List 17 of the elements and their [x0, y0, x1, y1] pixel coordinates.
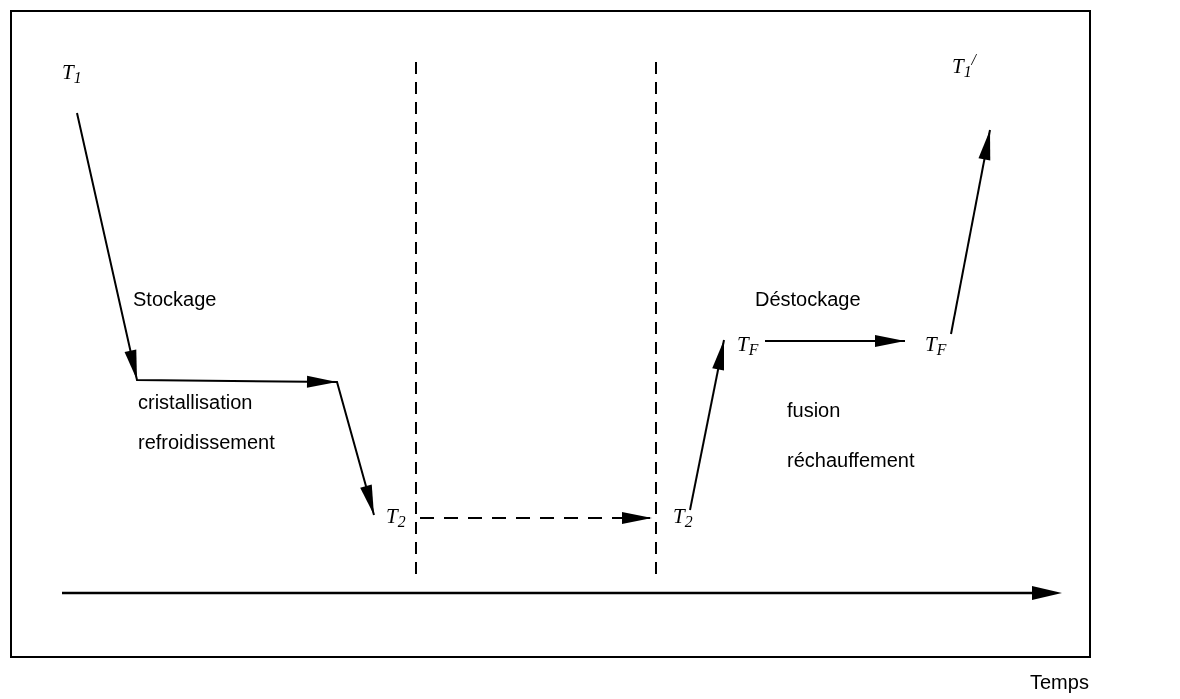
- temperature-label: T$_{F}$: [737, 334, 759, 355]
- phase-label: cristallisation: [138, 390, 253, 415]
- arrow: [419, 512, 653, 524]
- arrow: [764, 335, 906, 347]
- phase-label: Stockage: [133, 287, 217, 312]
- temperature-label: T$_{2}$: [386, 506, 406, 527]
- phase-label: Déstockage: [755, 287, 861, 312]
- temperature-label: T$_{1}$: [62, 62, 82, 83]
- arrow: [76, 112, 375, 516]
- phase-label: refroidissement: [138, 430, 275, 455]
- temperature-label: T$_{F}$: [925, 334, 947, 355]
- arrow: [950, 129, 991, 335]
- phase-label: fusion: [787, 398, 841, 423]
- arrow: [689, 339, 725, 511]
- phase-label: réchauffement: [787, 448, 915, 473]
- temperature-label: T$_{2}$: [673, 506, 693, 527]
- axis-label: Temps: [1030, 670, 1089, 695]
